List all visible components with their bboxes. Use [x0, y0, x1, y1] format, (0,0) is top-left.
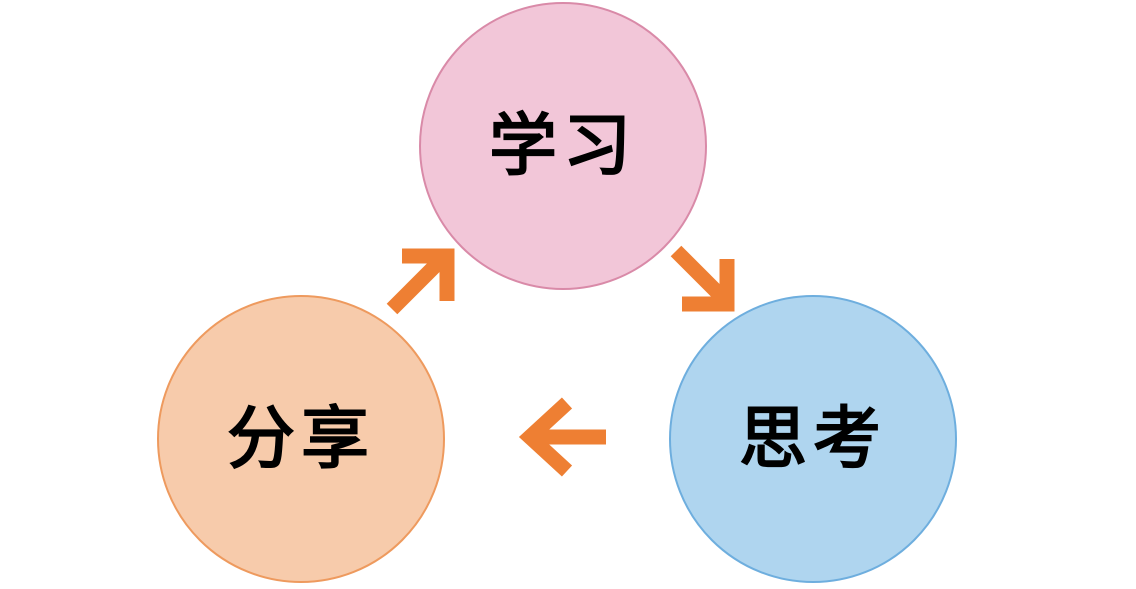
node-think: 思考	[669, 295, 957, 583]
node-share: 分享	[157, 295, 445, 583]
node-share-label: 分享	[226, 399, 375, 479]
node-learn: 学习	[419, 2, 707, 290]
node-learn-label: 学习	[488, 106, 637, 186]
arrow-think-to-share	[518, 397, 606, 477]
node-think-label: 思考	[738, 399, 887, 479]
arrow-learn-to-think	[670, 245, 735, 312]
arrow-share-to-learn	[386, 248, 455, 315]
